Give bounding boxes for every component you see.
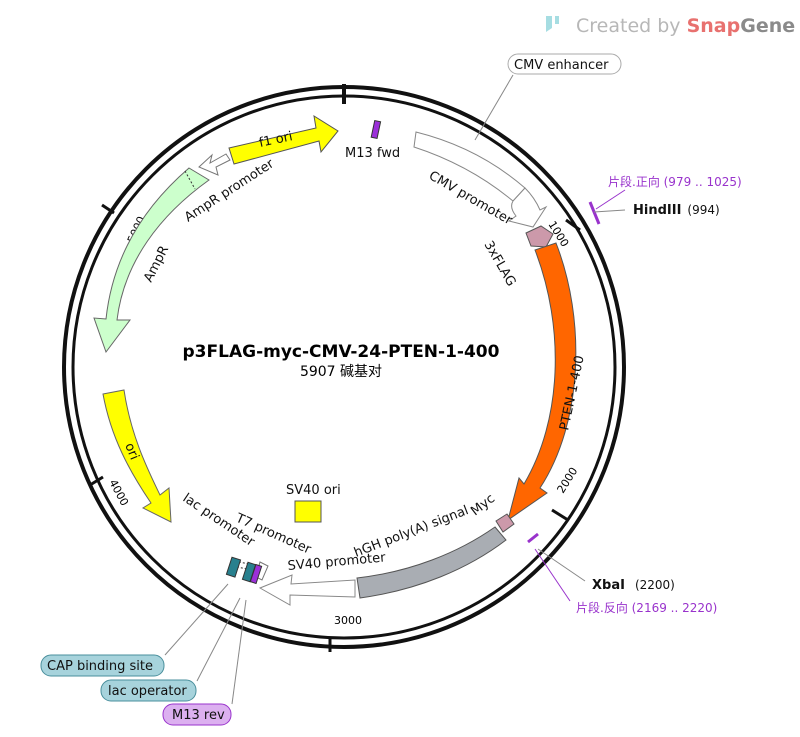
tick-mark-4000 [89,475,104,487]
feature-lac-promoter[interactable]: lac promoter [180,491,259,572]
lac-operator-callout-line [196,597,241,682]
tick-mark-2000 [551,508,569,522]
feature-ori[interactable]: ori [102,389,172,523]
xbai-site[interactable]: XbaI(2200) [527,532,675,602]
primer-forward-label: 片段.正向 (979 .. 1025) [608,174,742,189]
cap-binding-site-label: CAP binding site [47,659,153,674]
sv40-ori-label: SV40 ori [286,483,341,498]
tick-mark-1000 [565,218,581,232]
feature-cmv-enhancer[interactable]: CMV enhancer [413,53,622,202]
f1-ori-label: f1 ori [258,129,294,151]
m13-rev-label: M13 rev [172,708,225,723]
ampr-promoter-boundary [184,170,196,190]
cmv-enhancer-tag [507,53,622,75]
snapgene-watermark: Created by SnapGene [546,15,795,37]
tick-mark-5000 [101,203,115,215]
tick-label-3000: 3000 [334,614,362,627]
feature-m13-fwd[interactable]: M13 fwd [345,119,400,161]
3xflag-label: 3xFLAG [481,239,519,290]
hindiii-callout-line [593,209,626,213]
snapgene-logo-icon [546,16,559,32]
cap-binding-site-tag[interactable]: CAP binding site [40,654,165,677]
feature-myc[interactable]: Myc [468,491,515,533]
ori-label: ori [121,441,141,462]
feature-ampr[interactable]: AmpR [93,167,210,354]
tick-label-2000: 2000 [555,465,581,496]
myc-label: Myc [468,491,498,519]
feature-m13-rev-box[interactable] [249,563,263,585]
plasmid-name: p3FLAG-myc-CMV-24-PTEN-1-400 [183,342,500,362]
m13-rev-tag[interactable]: M13 rev [162,703,232,726]
cap-callout-line [164,583,229,656]
ampr-promoter-label: AmpR promoter [182,156,277,225]
feature-sv40-ori[interactable]: SV40 ori [286,483,341,523]
primer-forward-callout-line [595,189,626,210]
primer-reverse-callout-line [534,548,571,602]
xbai-label: XbaI(2200) [592,578,675,593]
hindiii-label: HindIII(994) [633,203,720,218]
xbai-primer-mark [527,532,539,544]
watermark-text: Created by SnapGene [576,15,795,37]
lac-operator-label: lac operator [108,684,187,699]
feature-cap-binding-box[interactable] [225,556,242,578]
m13-fwd-label: M13 fwd [345,146,400,161]
plasmid-size: 5907 碱基对 [300,363,382,380]
ampr-label: AmpR [141,243,172,284]
hindiii-primer-mark [588,201,601,225]
feature-f1-ori[interactable]: f1 ori [228,114,339,165]
cmv-enhancer-callout-line [474,74,514,141]
hindiii-site[interactable]: HindIII(994) [588,189,720,225]
lac-operator-tag[interactable]: lac operator [100,679,197,702]
primer-reverse-label: 片段.反向 (2169 .. 2220) [576,600,717,615]
m13-rev-callout-line [231,599,247,705]
xbai-callout-line [537,548,586,582]
cmv-enhancer-label: CMV enhancer [514,58,609,73]
